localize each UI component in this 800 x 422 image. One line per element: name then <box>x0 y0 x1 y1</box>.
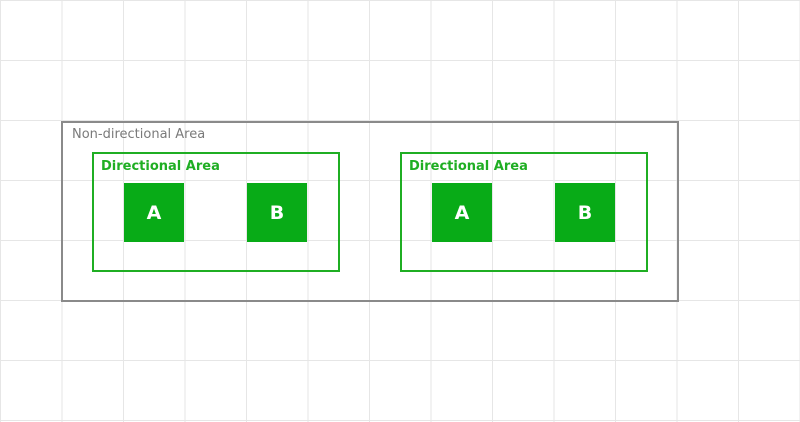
directional-area-label: Directional Area <box>101 159 220 174</box>
node-a-right[interactable]: A <box>432 183 492 242</box>
directional-area-right: Directional Area A B <box>400 152 648 272</box>
directional-area-label: Directional Area <box>409 159 528 174</box>
node-b-right[interactable]: B <box>555 183 615 242</box>
node-a-left[interactable]: A <box>124 183 184 242</box>
node-b-left[interactable]: B <box>247 183 307 242</box>
node-b-right-label: B <box>577 201 593 224</box>
directional-area-left: Directional Area A B <box>92 152 340 272</box>
non-directional-area-label: Non-directional Area <box>72 127 206 142</box>
node-b-left-label: B <box>269 201 285 224</box>
non-directional-area: Non-directional Area Directional Area A … <box>61 121 679 302</box>
node-a-left-label: A <box>146 201 162 224</box>
node-a-right-label: A <box>454 201 470 224</box>
